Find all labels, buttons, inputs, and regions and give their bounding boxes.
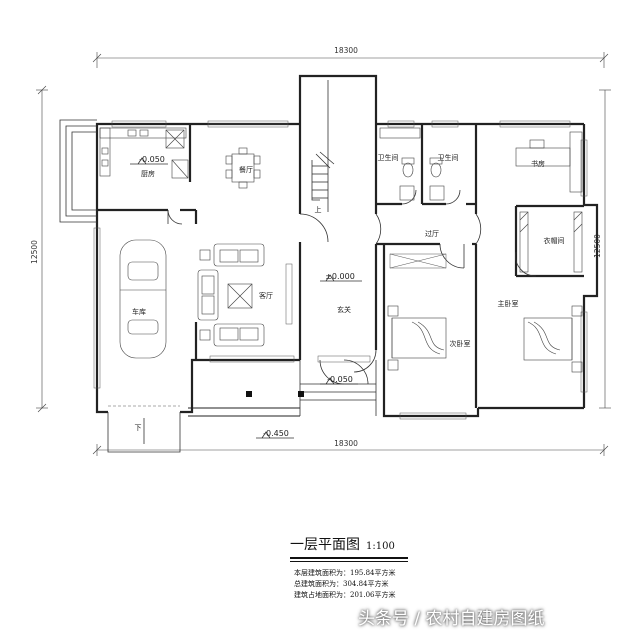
bath-fixtures xyxy=(379,127,445,201)
title-underline xyxy=(290,557,408,559)
room-label-study: 书房 xyxy=(531,159,545,168)
garage-ramp-label: 下 xyxy=(135,424,142,432)
room-label-garage: 车库 xyxy=(132,307,146,316)
room-label-living: 客厅 xyxy=(259,291,273,300)
drawing-title: 一层平面图 xyxy=(290,537,360,553)
closet-shelves xyxy=(519,211,583,273)
stat-floor-area: 本层建筑面积为：195.84平方米 xyxy=(294,569,396,577)
level-main: ±0.000 xyxy=(325,272,355,281)
dining-table xyxy=(225,147,261,189)
car xyxy=(119,239,167,359)
area-stats: 本层建筑面积为：195.84平方米 总建筑面积为：304.84平方米 建筑占地面… xyxy=(294,568,396,601)
room-label-dining: 餐厅 xyxy=(239,165,253,174)
stat-footprint: 建筑占地面积为：201.06平方米 xyxy=(294,591,396,599)
dimension-left: 12500 xyxy=(30,240,39,264)
room-label-bath-1: 卫生间 xyxy=(378,153,399,162)
column xyxy=(298,391,304,397)
garage-ramp xyxy=(107,405,181,453)
room-label-second-bedroom: 次卧室 xyxy=(450,339,471,348)
master-bed xyxy=(523,305,583,373)
windows xyxy=(93,120,588,420)
dimension-bottom: 18300 xyxy=(334,439,358,448)
column xyxy=(246,391,252,397)
doors xyxy=(167,189,537,385)
title-block: 一层平面图 1:100 xyxy=(290,534,408,562)
second-bed xyxy=(387,253,447,371)
level-porch: -0.050 xyxy=(327,375,353,384)
room-label-bath-2: 卫生间 xyxy=(438,153,459,162)
watermark: 头条号 / 农村自建房图纸 xyxy=(358,609,545,629)
study-desk xyxy=(515,131,583,193)
room-label-master-bedroom: 主卧室 xyxy=(498,299,519,308)
title-underline-thin xyxy=(290,561,408,562)
interior-walls xyxy=(97,124,584,408)
room-label-closet: 衣帽间 xyxy=(544,236,565,245)
dimension-lines xyxy=(36,52,611,456)
stairs xyxy=(311,80,335,212)
level-outside: -0.450 xyxy=(263,429,289,438)
room-label-entry: 玄关 xyxy=(337,305,351,314)
kitchen-fixtures xyxy=(99,127,189,179)
living-sofas xyxy=(197,243,265,347)
side-steps xyxy=(59,119,97,223)
drawing-scale: 1:100 xyxy=(366,541,395,552)
stat-total-area: 总建筑面积为：304.84平方米 xyxy=(294,580,389,588)
stair-up-label: 上 xyxy=(315,205,322,214)
room-label-hall: 过厅 xyxy=(425,229,439,238)
level-markers xyxy=(130,157,362,439)
level-kitchen: -0.050 xyxy=(139,155,165,164)
room-label-kitchen: 厨房 xyxy=(141,169,155,178)
dimension-top: 18300 xyxy=(334,46,358,55)
